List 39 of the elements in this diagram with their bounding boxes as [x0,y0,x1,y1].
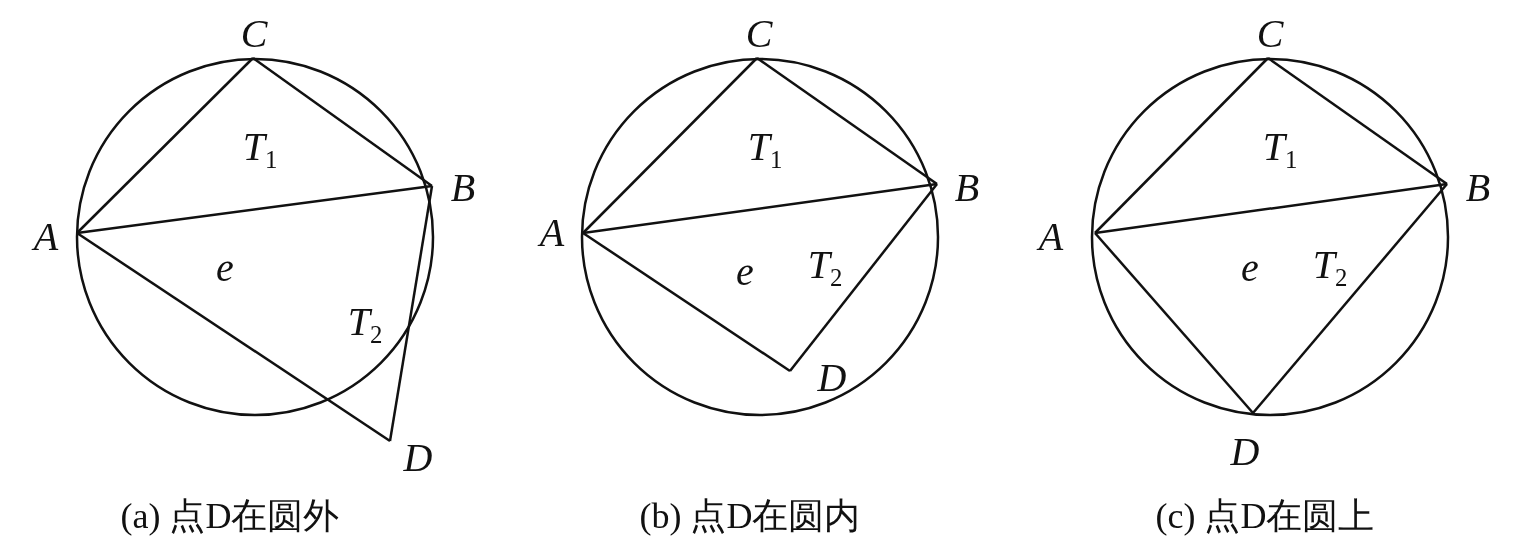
line-segment [252,57,433,187]
line-segment [1094,182,1448,235]
point-label: D [817,358,847,398]
line-segment [1094,232,1254,414]
subfigure-caption: (b) 点D在圆内 [639,498,861,534]
line-segment [76,57,254,234]
point-label: C [745,14,773,54]
point-label: C [1256,14,1284,54]
line-segment [1267,56,1448,186]
point-label: B [450,168,476,208]
region-label: e [216,248,234,288]
point-label: C [240,14,268,54]
line-segment [582,231,791,373]
subfigure-caption: (a) 点D在圆外 [120,498,340,534]
region-label: T$_{1}$ [747,127,783,173]
line-segment [1094,57,1269,234]
point-label: A [1038,217,1064,257]
region-label: e [1241,248,1259,288]
point-label: B [954,168,980,208]
point-label: D [403,438,433,478]
line-segment [582,182,938,235]
point-label: D [1230,432,1260,472]
region-label: T$_{2}$ [807,245,843,291]
line-segment [582,57,758,234]
line-segment [76,231,391,443]
region-label: T$_{1}$ [242,127,278,173]
line-segment [789,183,938,372]
region-label: T$_{2}$ [1312,245,1348,291]
line-segment [1252,183,1448,414]
point-label: A [539,213,565,253]
subfigure-caption: (c) 点D在圆上 [1155,498,1375,534]
region-label: T$_{2}$ [347,302,383,348]
point-label: A [33,217,59,257]
point-label: B [1465,168,1491,208]
region-label: e [736,252,754,292]
region-label: T$_{1}$ [1262,127,1298,173]
line-segment [756,56,938,186]
line-segment [388,185,434,442]
line-segment [76,184,433,235]
